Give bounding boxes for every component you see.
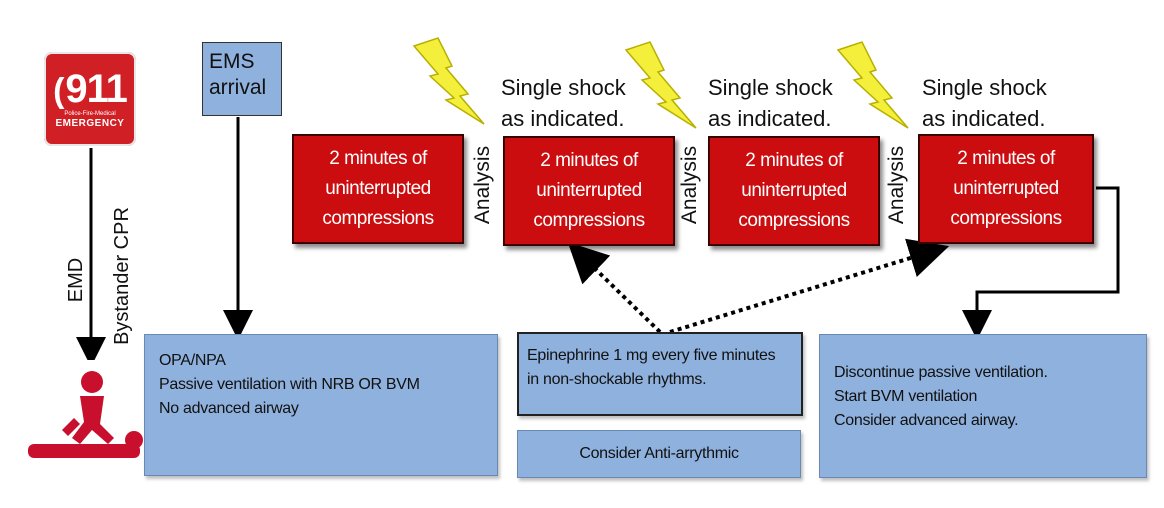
compressions-box-3: 2 minutes of uninterrupted compressions: [708, 136, 880, 246]
compression-line: compressions: [738, 210, 850, 231]
initial-care-box: OPA/NPA Passive ventilation with NRB OR …: [144, 334, 498, 476]
compression-line: 2 minutes of: [329, 148, 427, 169]
ems-arrival-line2: arrival: [209, 76, 267, 99]
lightning-bolt-icon: [412, 37, 485, 125]
compression-line: compressions: [533, 210, 645, 231]
compression-line: uninterrupted: [953, 178, 1059, 199]
epinephrine-box: Epinephrine 1 mg every five minutes in n…: [517, 332, 803, 416]
advanced-airway-line: Discontinue passive ventilation.: [834, 364, 1048, 381]
911-emergency-icon: (911 Police-Fire-Medical EMERGENCY: [44, 52, 136, 146]
compression-line: uninterrupted: [536, 180, 642, 201]
ems-arrival-box: EMS arrival: [202, 42, 282, 116]
initial-care-line: Passive ventilation with NRB OR BVM: [159, 376, 420, 393]
911-subtitle: Police-Fire-Medical: [64, 111, 116, 117]
phone-icon: (: [53, 72, 64, 110]
initial-care-line: OPA/NPA: [159, 352, 226, 369]
compression-line: 2 minutes of: [540, 150, 638, 171]
advanced-airway-line: Consider advanced airway.: [834, 412, 1019, 429]
emd-label: EMD: [65, 257, 87, 303]
compression-line: uninterrupted: [325, 178, 431, 199]
compression-line: compressions: [950, 208, 1062, 229]
single-shock-label-1: Single shock as indicated.: [501, 75, 626, 131]
anti-arrhythmic-box: Consider Anti-arrythmic: [517, 430, 801, 478]
anti-arrhythmic-text: Consider Anti-arrythmic: [579, 445, 739, 462]
lightning-bolt-icon: [624, 41, 697, 129]
initial-care-line: No advanced airway: [159, 400, 299, 417]
analysis-label-1: Analysis: [471, 145, 494, 225]
advanced-airway-box: Discontinue passive ventilation. Start B…: [819, 334, 1147, 478]
compression-line: compressions: [322, 208, 434, 229]
arrow-to-advanced: [962, 186, 1120, 340]
911-number: 911: [65, 67, 128, 111]
epinephrine-line: in non-shockable rhythms.: [527, 371, 707, 388]
cpr-icon: [22, 360, 148, 466]
advanced-airway-line: Start BVM ventilation: [834, 388, 978, 405]
analysis-label-2: Analysis: [678, 145, 701, 225]
compression-line: 2 minutes of: [745, 150, 843, 171]
lightning-bolt-icon: [836, 41, 909, 129]
compression-line: 2 minutes of: [957, 148, 1055, 169]
compressions-box-2: 2 minutes of uninterrupted compressions: [503, 136, 675, 246]
911-emergency-text: EMERGENCY: [55, 118, 125, 129]
compressions-box-4: 2 minutes of uninterrupted compressions: [918, 134, 1094, 244]
single-shock-label-2: Single shock as indicated.: [708, 75, 833, 131]
compression-line: uninterrupted: [741, 180, 847, 201]
dotted-arrow-right: [669, 238, 950, 334]
ems-arrival-line1: EMS: [209, 50, 255, 73]
dotted-arrow-left: [567, 242, 662, 334]
epinephrine-line: Epinephrine 1 mg every five minutes: [527, 347, 776, 364]
bystander-cpr-label: Bystander CPR: [111, 207, 133, 345]
analysis-label-3: Analysis: [885, 145, 908, 225]
single-shock-label-3: Single shock as indicated.: [922, 75, 1047, 131]
compressions-box-1: 2 minutes of uninterrupted compressions: [292, 134, 464, 244]
